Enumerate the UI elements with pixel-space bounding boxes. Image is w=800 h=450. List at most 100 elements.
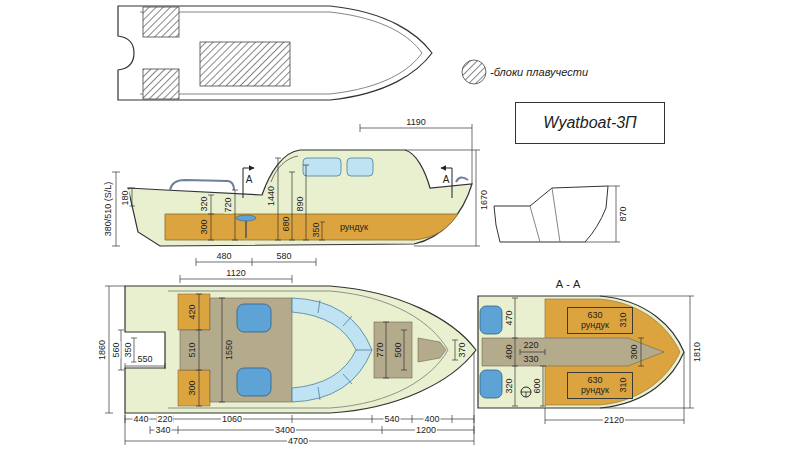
- dimension-line: [125, 363, 165, 369]
- dimension: 630: [572, 310, 618, 320]
- top-plan-view: [200, 42, 290, 86]
- dimension: 350: [124, 341, 133, 358]
- dimension-line: [112, 172, 120, 246]
- plan-view: [168, 291, 448, 408]
- dimension: 870: [619, 205, 628, 222]
- dimension: 340: [154, 426, 171, 435]
- side-view: [347, 158, 373, 176]
- dimension: 440: [132, 415, 149, 424]
- side-view: [128, 150, 472, 246]
- top-plan-view: [118, 6, 432, 100]
- dimension: 600: [533, 377, 542, 394]
- dimension: 380/510 (S/L): [104, 181, 113, 238]
- dimension: 180: [121, 189, 130, 206]
- plan-view: [178, 294, 210, 330]
- dimension: 630: [572, 375, 618, 385]
- dimension-line: [208, 195, 214, 240]
- dimension: 420: [188, 303, 197, 320]
- side-view: [271, 156, 298, 182]
- plan-view: [125, 286, 476, 413]
- dimension: 370: [458, 341, 467, 358]
- locker-box: 630рундук310: [567, 372, 633, 399]
- bow-sketch: [494, 186, 608, 242]
- dimension: 1810: [693, 341, 702, 363]
- dimension: 220: [156, 415, 173, 424]
- dimension: 400: [505, 343, 514, 360]
- dimension: 1060: [221, 415, 243, 424]
- side-view: [128, 150, 472, 246]
- dimension: 2120: [603, 416, 625, 425]
- section-mark: [243, 168, 254, 169]
- side-view: [303, 158, 341, 176]
- dimension-line: [232, 190, 238, 240]
- dimension-line: [125, 415, 474, 423]
- title-box: Wyatboat-3П: [515, 102, 665, 144]
- dimension: 480: [215, 252, 232, 261]
- legend-swatch: [462, 60, 486, 84]
- dimension: 1440: [267, 185, 276, 207]
- top-plan-view: [140, 12, 422, 94]
- section-view: [521, 387, 531, 397]
- bow-sketch: [494, 186, 608, 242]
- dimension-line: [129, 188, 135, 206]
- section-view: [480, 306, 502, 334]
- section-view: [478, 296, 684, 408]
- plan-view: [180, 298, 292, 402]
- dimension-line: [105, 286, 125, 413]
- part-name: рундук: [572, 385, 618, 395]
- plan-view: [292, 298, 372, 402]
- dimension: 1670: [480, 189, 489, 211]
- dimension: 770: [376, 341, 385, 358]
- dimension: 470: [505, 309, 514, 326]
- section-view: [480, 370, 502, 398]
- dimension-line: [125, 352, 474, 445]
- section-view: [478, 296, 684, 408]
- dimension-line: [150, 426, 474, 434]
- dimension: 1550: [225, 339, 234, 361]
- dimension-line: [275, 158, 281, 240]
- dimension: 720: [224, 196, 233, 213]
- plan-view: [418, 338, 446, 362]
- dimension: 4700: [287, 437, 309, 446]
- plan-view: [178, 370, 210, 406]
- dimension: 300: [200, 218, 209, 235]
- dimension: 1190: [405, 118, 426, 127]
- dimension: 1860: [98, 339, 107, 361]
- part-name: рундук: [339, 223, 369, 232]
- plan-view: [374, 322, 412, 378]
- dimension: 540: [383, 415, 400, 424]
- section-title: А - А: [555, 279, 581, 290]
- side-view: [165, 214, 458, 240]
- section-mark: [441, 168, 452, 169]
- dimension: 400: [423, 415, 440, 424]
- legend-text: -блоки плавучести: [490, 66, 588, 78]
- plan-view: [125, 286, 476, 413]
- section-letter: А: [442, 175, 451, 185]
- dimension: 310: [618, 313, 628, 328]
- locker-box: 630рундук310: [567, 307, 633, 334]
- side-view: [456, 177, 468, 182]
- dimension-line: [105, 124, 694, 445]
- dimension: 560: [112, 341, 121, 358]
- dimension-line: [545, 352, 684, 424]
- dimension-line: [360, 124, 472, 184]
- dimension: 510: [188, 341, 197, 358]
- dimension: 300: [630, 343, 639, 360]
- section-view: [482, 338, 664, 366]
- dimension-line: [405, 150, 480, 246]
- top-plan-view: [143, 7, 179, 37]
- dimension: 890: [296, 195, 305, 212]
- plan-view: [237, 304, 271, 332]
- dimension: 580: [275, 252, 292, 261]
- bow-sketch: [530, 188, 560, 242]
- dimension: 320: [505, 377, 514, 394]
- dimension: 1200: [415, 426, 437, 435]
- top-plan-view: [118, 6, 432, 100]
- dimension: 550: [136, 355, 153, 364]
- dimension: 320: [200, 195, 209, 212]
- dimension: 3400: [274, 426, 296, 435]
- dimension-line: [585, 186, 620, 242]
- dimension: 220: [522, 341, 539, 350]
- part-name: рундук: [572, 320, 618, 330]
